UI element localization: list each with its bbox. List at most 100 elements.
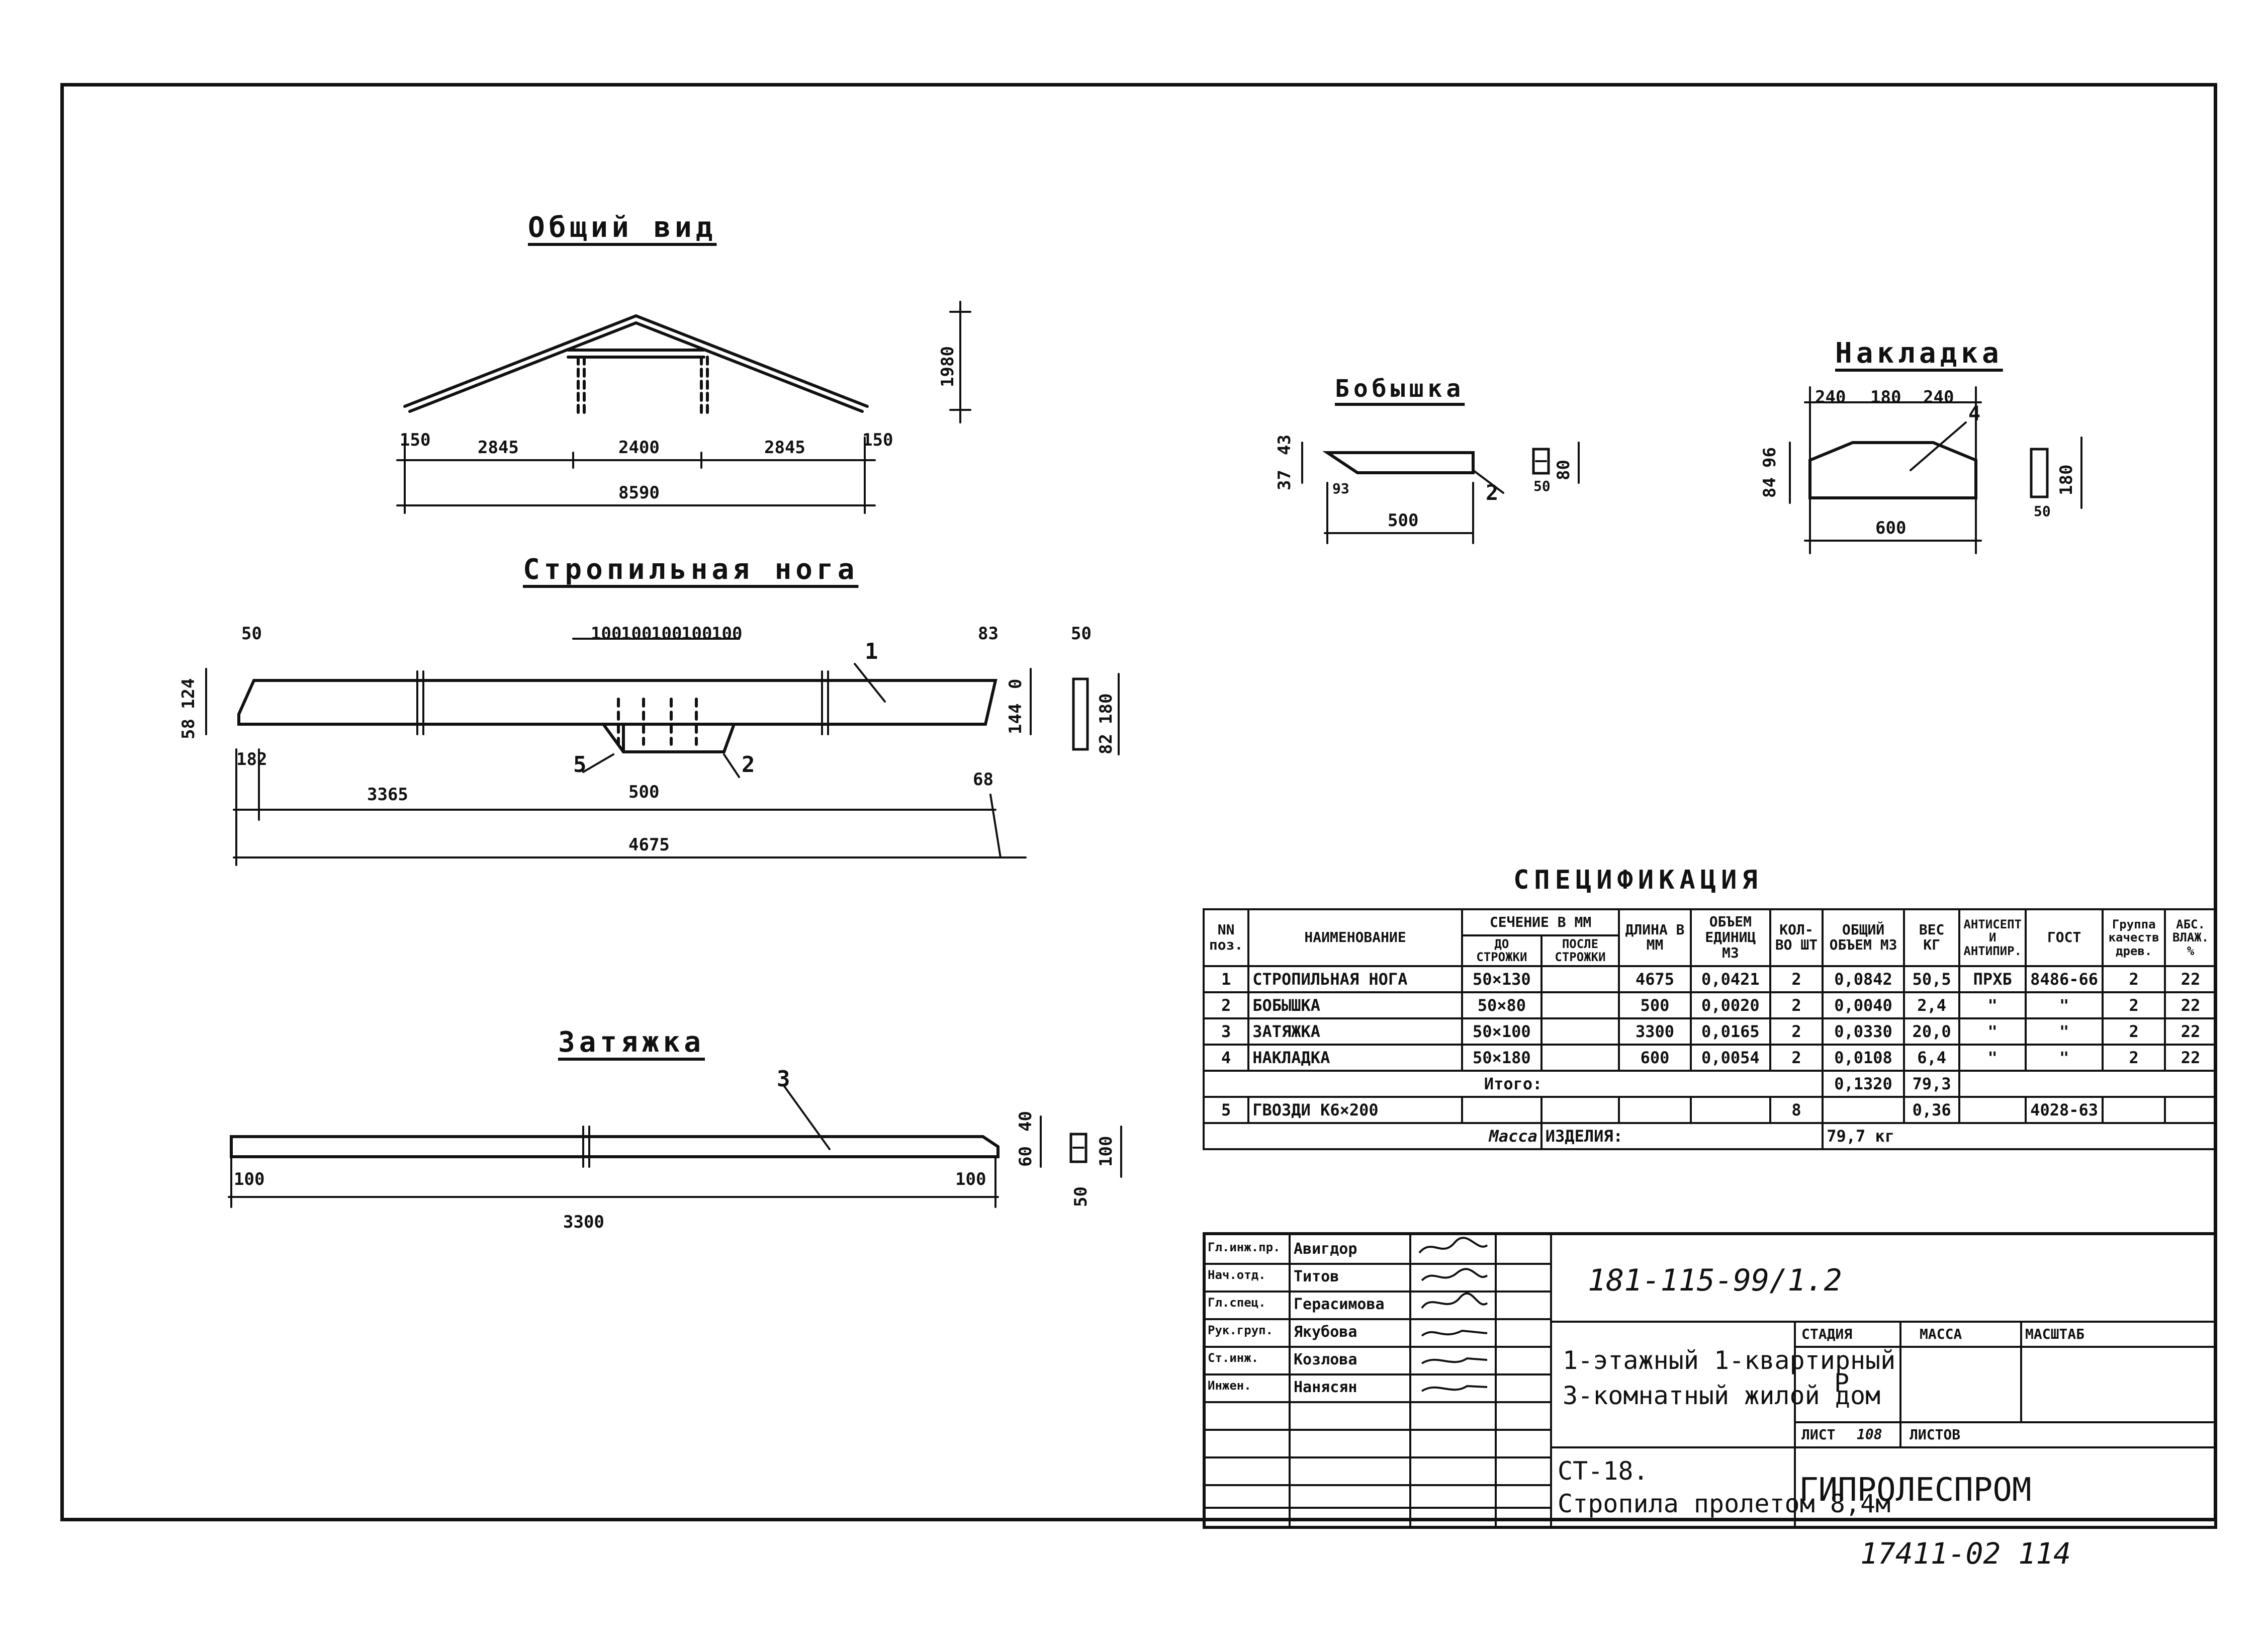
cell: 50,5 [1902, 965, 1961, 993]
cell: 2 [1769, 1043, 1824, 1072]
cell: 2,4 [1902, 991, 1961, 1019]
cell: 22 [2164, 1017, 2217, 1046]
dim-label: 2845 [764, 438, 805, 458]
person-name: Нанясян [1294, 1379, 1357, 1396]
cell: 2 [1769, 965, 1824, 993]
general-view-truss [396, 301, 971, 514]
title-block: Гл.инж.пр. Нач.отд. Гл.спец. Рук.груп. С… [1203, 1232, 2217, 1529]
cell: 0,0165 [1689, 1017, 1771, 1046]
dim-label: 500 [1388, 510, 1419, 531]
sheets-label: ЛИСТОВ [1910, 1426, 1961, 1443]
col-total-volume: ОБЩИЙ ОБЪЕМ М3 [1822, 908, 1905, 967]
plate-part [1789, 386, 2082, 554]
cell [1540, 991, 1620, 1019]
cell: 50×180 [1461, 1043, 1543, 1072]
block-title: Бобышка [1335, 375, 1465, 403]
cell: 50×130 [1461, 965, 1543, 993]
col-section-before: ДО СТРОЖКИ [1461, 934, 1543, 967]
person-name: Якубова [1294, 1323, 1357, 1341]
table-row: 2 БОБЫШКА 50×80 500 0,0020 2 0,0040 2,4 … [1202, 991, 2217, 1019]
cell: 20,0 [1902, 1017, 1961, 1046]
dim-label: 180 [1096, 693, 1116, 724]
callout-2: 2 [742, 752, 755, 778]
dim-label: 40 [1016, 1111, 1036, 1132]
total-volume: 0,1320 [1822, 1069, 1905, 1098]
dim-label: 82 [1096, 734, 1116, 754]
dim-label: 8590 [618, 483, 660, 503]
person-name: Титов [1294, 1268, 1339, 1285]
cell [1540, 1095, 1620, 1124]
cell: 0,0421 [1689, 965, 1771, 993]
cell: 4 [1202, 1043, 1250, 1072]
dim-label: 0 [1006, 678, 1026, 689]
rafter-leg-title: Стропильная нога [523, 553, 859, 586]
scale-label: МАСШТАБ [2025, 1326, 2085, 1342]
cell: 5 [1202, 1095, 1250, 1124]
col-unit-volume: ОБЪЕМ ЕДИНИЦ М3 [1689, 908, 1771, 967]
cell: 4028-63 [2024, 1095, 2104, 1124]
person-name: Авигдор [1294, 1240, 1357, 1258]
dim-label: 150 [400, 430, 431, 450]
dim-label: 100 [711, 624, 743, 644]
role-label: Ст.инж. [1208, 1351, 1259, 1365]
dim-label: 84 [1760, 477, 1780, 498]
cell [1461, 1095, 1543, 1124]
table-row: 5 ГВОЗДИ К6×200 8 0,36 4028-63 [1202, 1095, 2217, 1124]
col-weight: ВЕС КГ [1902, 908, 1961, 967]
tie-beam [228, 1085, 1122, 1208]
col-section-after: ПОСЛЕ СТРОЖКИ [1540, 934, 1620, 967]
dim-label: 93 [1332, 480, 1349, 497]
cell [1689, 1095, 1771, 1124]
dim-label: 3300 [563, 1212, 604, 1232]
dim-label: 240 [1815, 387, 1846, 407]
role-label: Нач.отд. [1208, 1268, 1266, 1282]
cell: ПРХБ [1958, 965, 2027, 993]
cell [2102, 1095, 2166, 1124]
mass-label: МАССА [1920, 1326, 1962, 1342]
cell: СТРОПИЛЬНАЯ НОГА [1247, 965, 1463, 993]
plate-title: Накладка [1835, 337, 2003, 370]
cell [1540, 1017, 1620, 1046]
cell: ГВОЗДИ К6×200 [1247, 1095, 1463, 1124]
total-row: Итого: 0,1320 79,3 [1202, 1069, 2217, 1098]
cell: 2 [2102, 965, 2166, 993]
mass-row: Масса ИЗДЕЛИЯ: 79,7 кг [1203, 1122, 2217, 1150]
dim-label: 240 [1923, 387, 1954, 407]
cell: 3300 [1618, 1017, 1692, 1046]
cell: 8 [1769, 1095, 1824, 1124]
drawing-frame [60, 83, 2217, 1521]
cell: 0,0040 [1822, 991, 1905, 1019]
dim-label: 500 [628, 782, 660, 802]
dim-label: 96 [1760, 447, 1780, 468]
doc-code: 181-115-99/1.2 [1588, 1263, 1842, 1298]
callout-5: 5 [573, 752, 587, 778]
cell: 2 [1769, 1017, 1824, 1046]
cell [1540, 965, 1620, 993]
cell: БОБЫШКА [1247, 991, 1463, 1019]
mass-value: 79,7 кг [1822, 1122, 2217, 1150]
cell: " [1958, 1043, 2027, 1072]
table-row: 1 СТРОПИЛЬНАЯ НОГА 50×130 4675 0,0421 2 … [1202, 965, 2217, 993]
col-name: НАИМЕНОВАНИЕ [1247, 908, 1463, 967]
dim-label: 182 [236, 749, 267, 769]
cell: " [1958, 991, 2027, 1019]
cell [2164, 1095, 2217, 1124]
dim-label: 3365 [367, 785, 408, 805]
cell: " [2024, 1017, 2104, 1046]
dim-label: 68 [973, 769, 993, 790]
dim-label: 43 [1275, 435, 1295, 455]
cell: 0,0330 [1822, 1017, 1905, 1046]
dim-label: 50 [241, 624, 262, 644]
dim-label: 50 [1533, 478, 1551, 494]
sheet-name-line-2: Стропила пролетом 8,4м [1558, 1489, 1891, 1518]
cell [1822, 1095, 1905, 1124]
cell: 0,0842 [1822, 965, 1905, 993]
dim-label: 60 [1016, 1146, 1036, 1167]
dim-label: 80 [1554, 460, 1574, 480]
sheet-value: 108 [1857, 1426, 1882, 1443]
signature-icons [1418, 1237, 1488, 1392]
dim-label: 50 [1071, 1186, 1091, 1207]
